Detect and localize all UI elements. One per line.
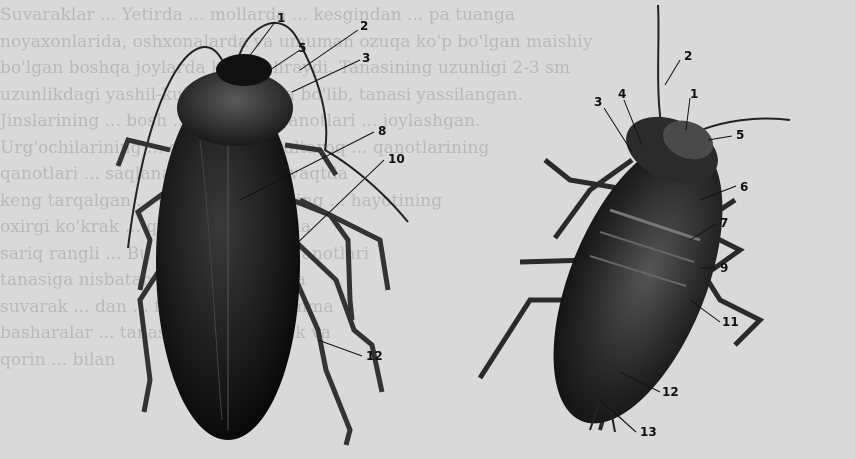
right-label-12: 12 <box>662 386 679 398</box>
right-label-2: 2 <box>684 50 692 62</box>
left-label-3: 3 <box>362 52 370 64</box>
left-label-5: 5 <box>298 42 306 54</box>
right-label-4: 4 <box>618 88 626 100</box>
cockroach-dorsal-illustration <box>118 23 408 445</box>
left-label-2: 2 <box>360 20 368 32</box>
right-label-9: 9 <box>720 262 728 274</box>
left-label-12: 12 <box>366 350 383 362</box>
right-label-13: 13 <box>640 426 657 438</box>
right-label-3: 3 <box>594 96 602 108</box>
right-label-5: 5 <box>736 129 744 141</box>
right-label-7: 7 <box>720 217 728 229</box>
left-label-8: 8 <box>378 125 386 137</box>
right-label-1: 1 <box>690 88 698 100</box>
cockroach-ventral-illustration <box>480 5 790 447</box>
right-label-6: 6 <box>740 181 748 193</box>
left-label-1: 1 <box>277 12 285 24</box>
right-label-11: 11 <box>722 316 739 328</box>
left-label-10: 10 <box>388 153 405 165</box>
